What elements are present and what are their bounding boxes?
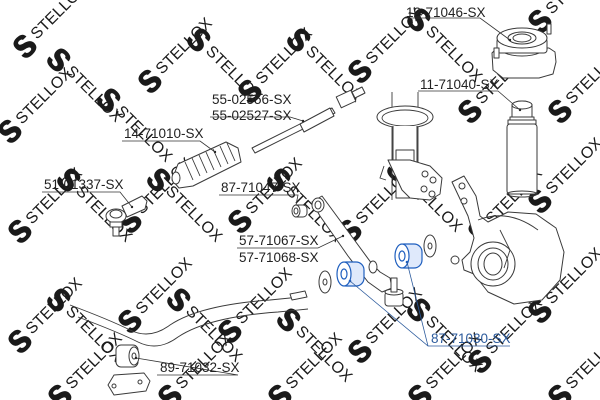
label-control-arm-1[interactable]: 57-71067-SX — [239, 233, 319, 248]
strut-mount-part[interactable] — [491, 23, 557, 79]
label-tie-rod-1[interactable]: 55-02556-SX — [212, 92, 292, 107]
label-steering-boot[interactable]: 14-71010-SX — [124, 126, 204, 141]
label-control-arm-2[interactable]: 57-71068-SX — [239, 250, 319, 265]
stabilizer-bushing-part[interactable] — [107, 344, 151, 396]
label-stabilizer-bushing[interactable]: 89-71032-SX — [160, 360, 240, 375]
strut-assembly — [376, 92, 443, 201]
bump-stop-boot-part[interactable] — [506, 100, 538, 198]
leader-lines — [42, 17, 521, 376]
tie-rod-end-part[interactable] — [105, 195, 148, 237]
arm-bushing-small-part[interactable] — [291, 204, 308, 218]
label-tie-rod-end[interactable]: 51-01337-SX — [44, 177, 124, 192]
label-arm-bushing-small[interactable]: 87-71047-SX — [221, 180, 301, 195]
label-strut-mount[interactable]: 12-71046-SX — [406, 5, 486, 20]
control-arm-part[interactable] — [311, 195, 404, 307]
arm-bushing-highlighted-part[interactable] — [336, 243, 423, 287]
steering-boot-part[interactable] — [171, 141, 242, 189]
tie-rod-part[interactable] — [251, 86, 366, 154]
label-tie-rod-2[interactable]: 55-02527-SX — [212, 108, 292, 123]
washers — [318, 234, 437, 294]
steering-knuckle — [450, 175, 565, 305]
label-arm-bushing-highlighted[interactable]: 87-71030-SX — [431, 331, 511, 346]
label-bump-stop-boot[interactable]: 11-71040-SX — [420, 77, 499, 92]
stabilizer-bar — [69, 290, 309, 347]
